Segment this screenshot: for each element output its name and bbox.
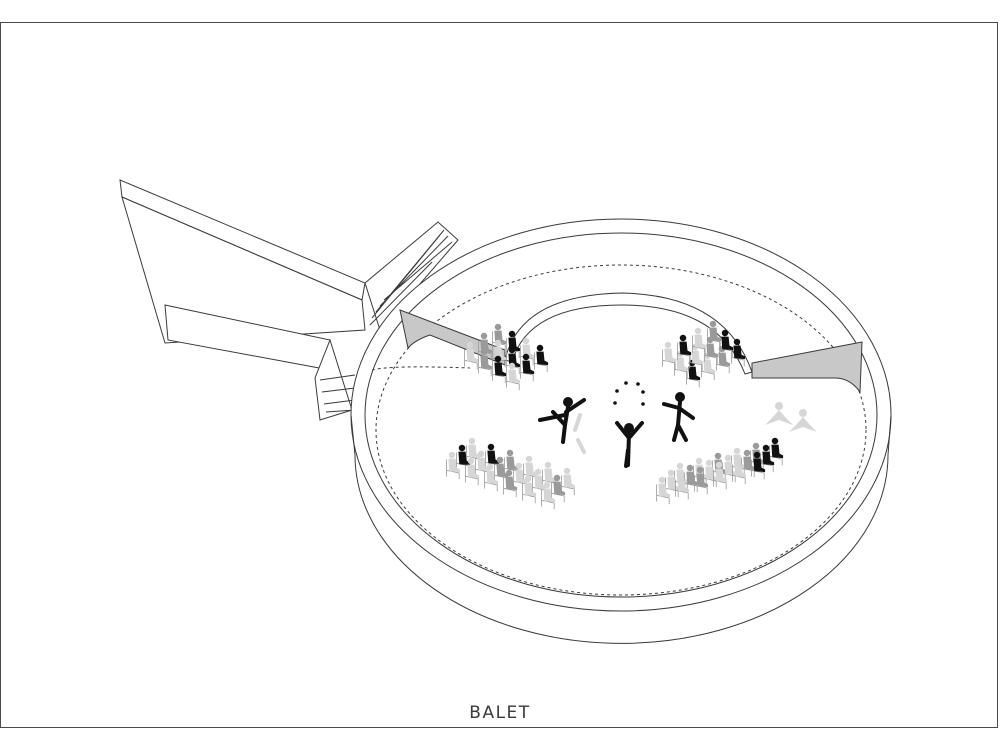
audience-member [561,467,576,496]
audience-member [677,334,692,363]
dashed-floor-outline [375,264,867,596]
audience-member [464,341,479,370]
audience-member [446,451,461,480]
audience-member [534,344,549,373]
audience-member [732,456,747,485]
audience-member [551,474,566,503]
seated-figures-right [765,402,817,432]
audience-member [520,353,535,382]
entrance-structure [119,179,459,421]
drawing-frame [0,22,998,728]
audience-member [656,476,671,505]
audience-member [484,463,499,492]
dancer-right [662,392,695,442]
audience-member [719,329,734,358]
outer-ring-wall [350,414,892,644]
audience-member [662,341,677,370]
audience-member [522,475,537,504]
outer-ring-top [350,218,892,612]
audience-member [492,355,507,384]
audience-member [707,320,722,349]
audience [446,320,784,510]
audience-member [751,451,766,480]
audience-member [532,468,547,497]
audience-member [503,469,518,498]
audience-member [494,456,509,485]
caption: BALET [469,703,531,723]
audience-member [465,457,480,486]
dancer-left [538,397,586,454]
audience-member [506,362,521,391]
audience-member [513,462,528,491]
circular-hall [350,218,892,644]
audience-member [478,348,493,377]
performers [538,381,817,468]
audience-member [541,481,556,510]
dancer-center [615,421,644,468]
audience-member [731,338,746,367]
audience-member [694,466,709,495]
audience-member [675,471,690,500]
audience-member [456,444,471,473]
audience-member [692,327,707,356]
audience-member [713,461,728,490]
juggling-balls [613,381,645,406]
